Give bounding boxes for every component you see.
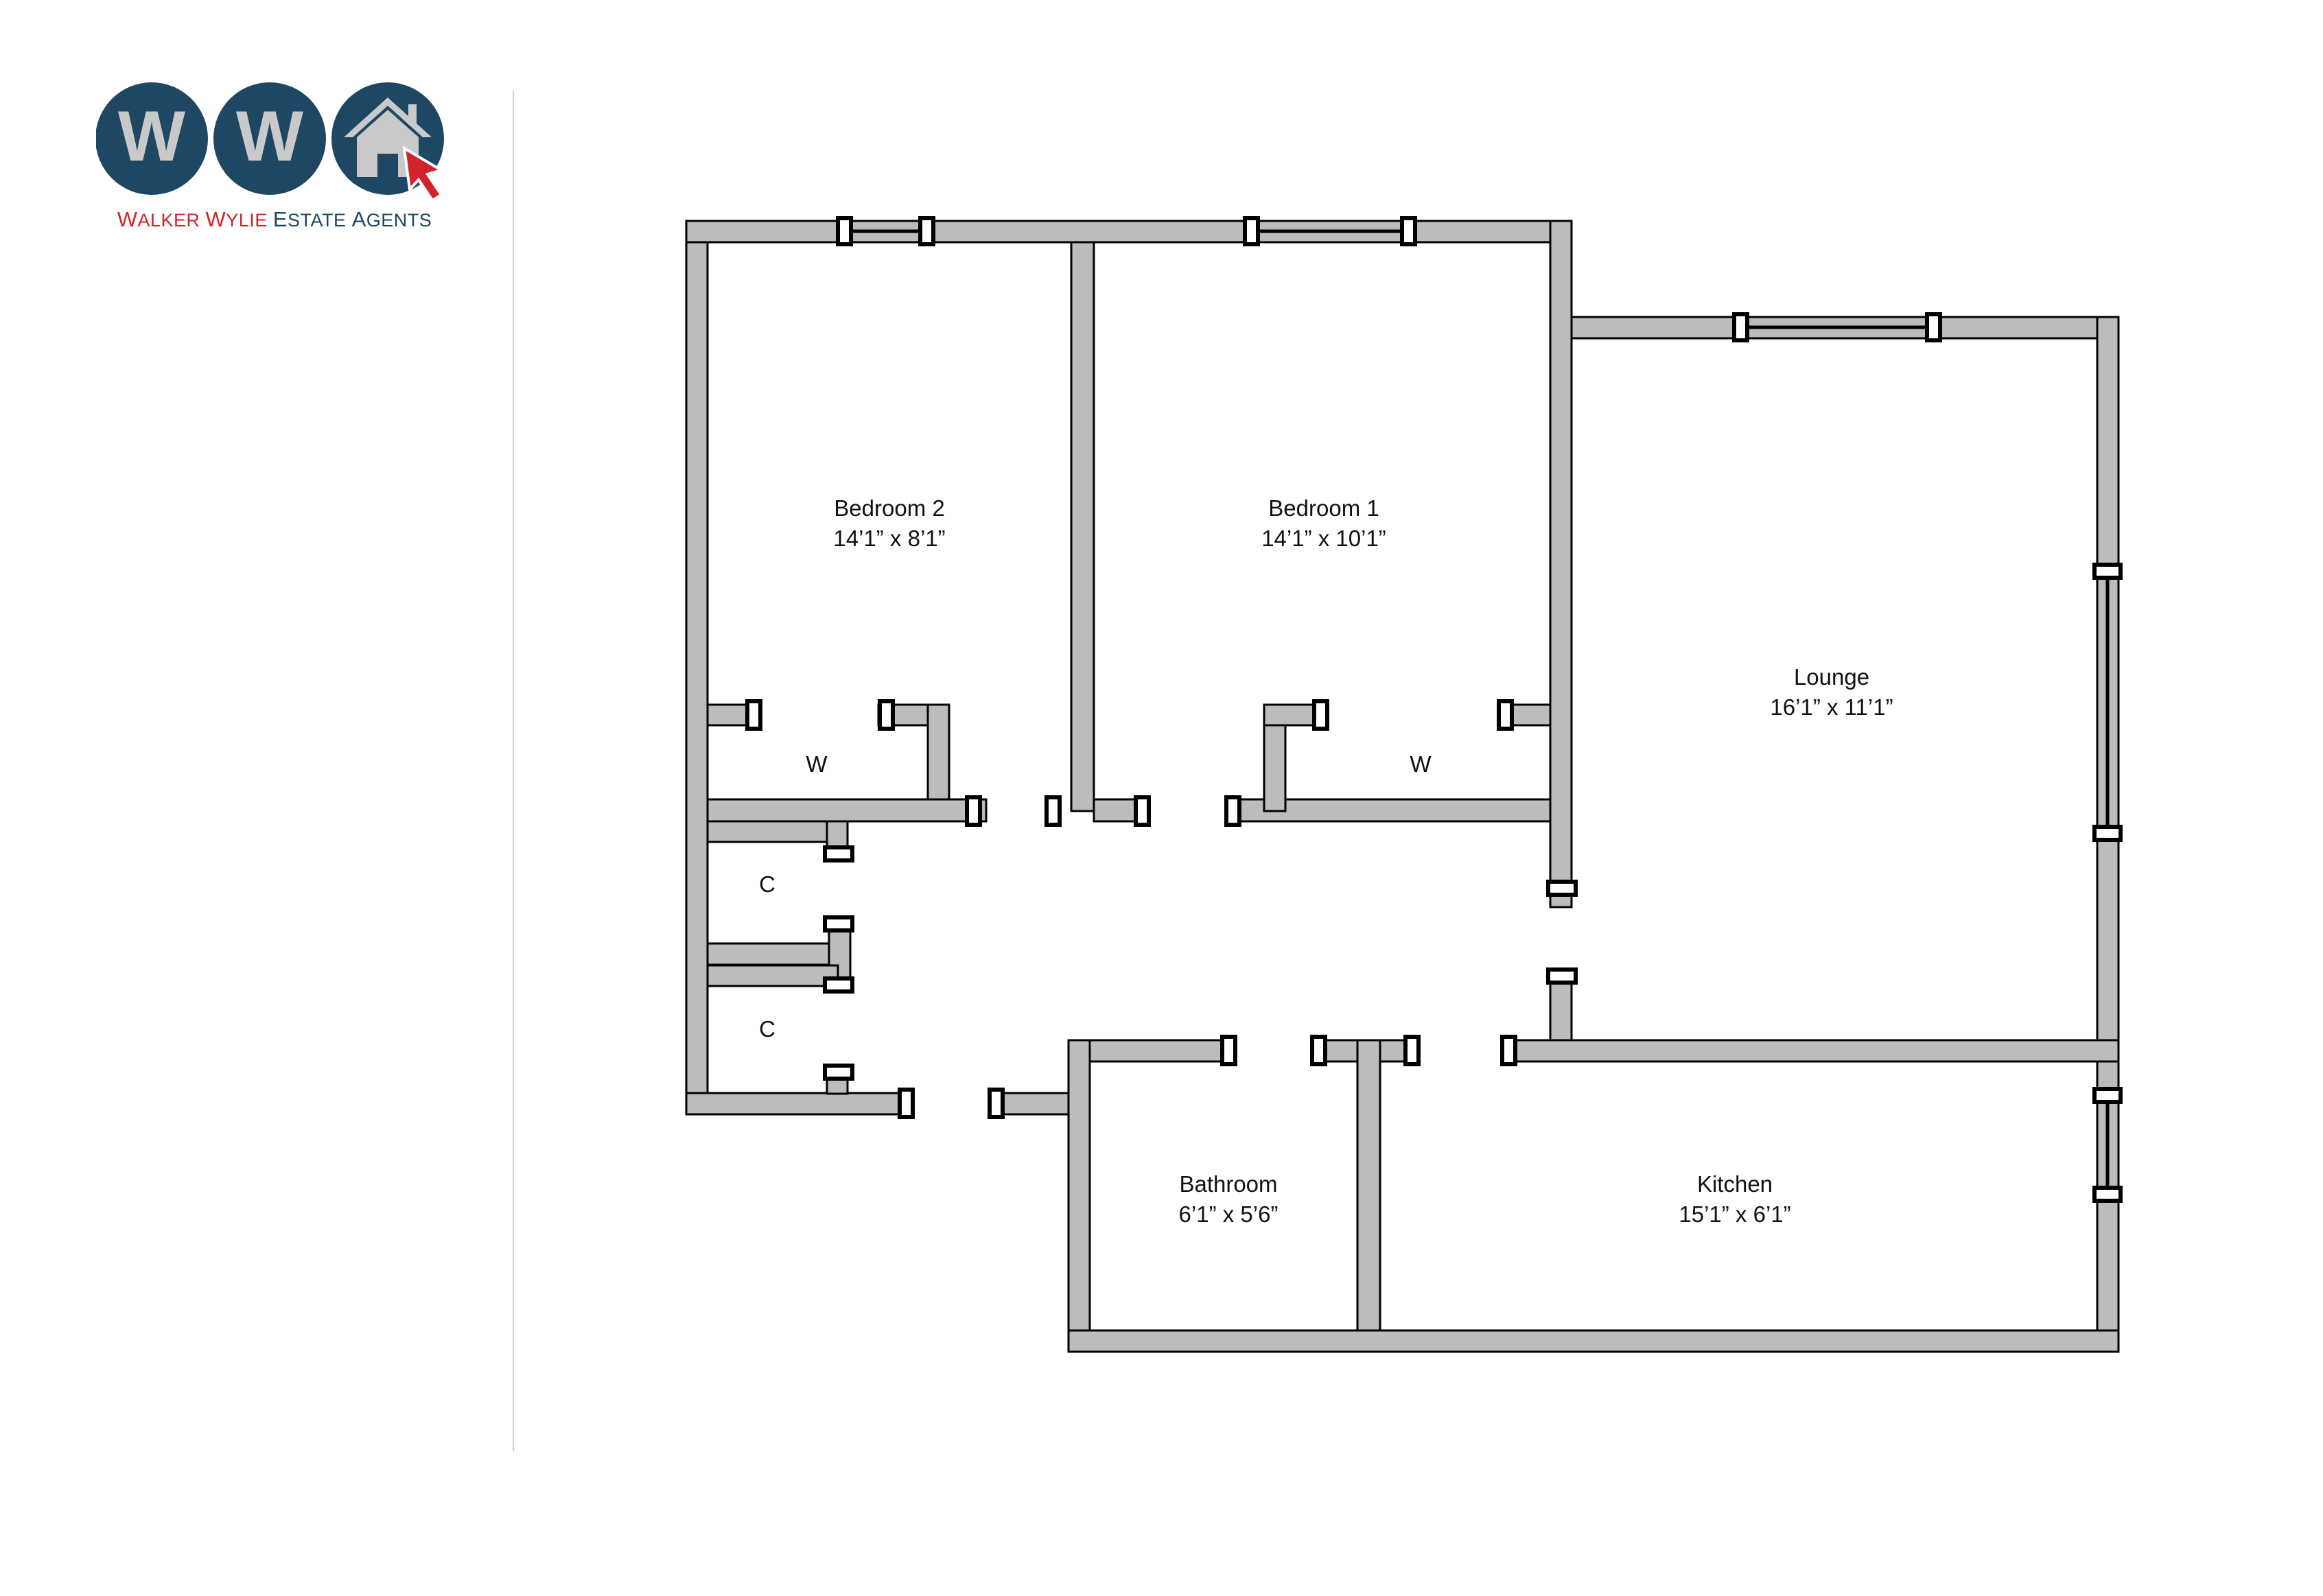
door-jamb <box>1546 967 1578 985</box>
room-dims-lounge: 16’1” x 11’1” <box>1770 694 1893 720</box>
logo-letter-w1: W <box>118 97 186 176</box>
window-frame <box>2092 825 2123 842</box>
window-frame <box>1400 216 1417 246</box>
room-name-kitchen: Kitchen <box>1697 1171 1773 1197</box>
window-frame <box>1732 312 1749 342</box>
room-dims-bathroom: 6’1” x 5’6” <box>1179 1201 1279 1227</box>
wall <box>1505 1039 2120 1063</box>
window-lines <box>843 229 2110 1194</box>
wall <box>1067 1329 2120 1353</box>
window-frame <box>1925 312 1942 342</box>
fixture-label-wardrobe: W <box>1410 751 1432 777</box>
door-jamb <box>1134 795 1151 827</box>
door-jamb <box>1310 1035 1327 1066</box>
wall <box>1356 1039 1381 1353</box>
door-jamb <box>965 795 982 827</box>
wall <box>1067 1039 1091 1353</box>
cursor-arrow-icon <box>402 145 445 202</box>
door-jamb <box>823 976 854 994</box>
door-jamb <box>1224 795 1241 827</box>
room-dims-bedroom-1: 14’1” x 10’1” <box>1261 526 1386 551</box>
wall <box>706 964 839 987</box>
fixture-label-cupboard: C <box>759 1016 775 1042</box>
room-name-bathroom: Bathroom <box>1179 1171 1277 1197</box>
logo-letter-w2: W <box>236 97 304 176</box>
fixture-label-cupboard: C <box>759 871 775 897</box>
room-name-lounge: Lounge <box>1794 664 1869 690</box>
vertical-divider <box>513 91 514 1451</box>
room-dims-kitchen: 15’1” x 6’1” <box>1679 1201 1790 1227</box>
room-labels: Bedroom 2 14’1” x 8’1” Bedroom 1 14’1” x… <box>759 495 1893 1227</box>
brand-name-part1: WALKER WYLIE <box>117 207 268 231</box>
room-name-bedroom-1: Bedroom 1 <box>1268 495 1379 521</box>
company-logo: W W <box>96 82 445 202</box>
brand-name-part2: ESTATE AGENTS <box>272 207 432 231</box>
window-frame <box>918 216 935 246</box>
door-jamb <box>1220 1035 1237 1066</box>
brand-name: WALKER WYLIE ESTATE AGENTS <box>96 207 453 232</box>
window-frame <box>2092 1186 2123 1203</box>
door-jamb <box>745 699 762 731</box>
door-jamb <box>1500 1035 1517 1066</box>
door-jamb <box>898 1088 915 1119</box>
door-jamb <box>823 1064 854 1081</box>
window-frame <box>2092 563 2123 580</box>
wall <box>706 798 988 823</box>
door-jamb <box>1546 880 1578 897</box>
wall <box>685 220 709 1116</box>
door-jamb <box>1403 1035 1421 1066</box>
fixture-label-wardrobe: W <box>806 751 828 777</box>
door-jamb <box>1044 795 1062 827</box>
house-icon <box>344 97 432 177</box>
logo-circle-w1 <box>96 82 208 195</box>
door-jamb <box>823 915 854 932</box>
wall <box>685 1092 907 1116</box>
room-dims-bedroom-2: 14’1” x 8’1” <box>833 526 945 551</box>
window-frame <box>836 216 853 246</box>
door-jamb <box>878 699 895 731</box>
wall <box>1067 1039 1230 1063</box>
wall <box>706 942 852 966</box>
wall <box>706 820 839 843</box>
logo-circle-w2 <box>213 82 326 195</box>
wall <box>926 703 950 812</box>
openings <box>745 216 2123 1203</box>
door-jamb <box>823 845 854 862</box>
wall <box>685 220 1573 244</box>
room-name-bedroom-2: Bedroom 2 <box>834 495 944 521</box>
door-jamb <box>1312 699 1329 731</box>
door-jamb <box>988 1088 1005 1119</box>
window-frame <box>1243 216 1260 246</box>
window-frame <box>2092 1087 2123 1104</box>
walls <box>685 220 2120 1353</box>
wall <box>1070 241 1095 812</box>
wall <box>994 1092 1079 1116</box>
door-jamb <box>1497 699 1514 731</box>
wall <box>1549 220 1573 908</box>
